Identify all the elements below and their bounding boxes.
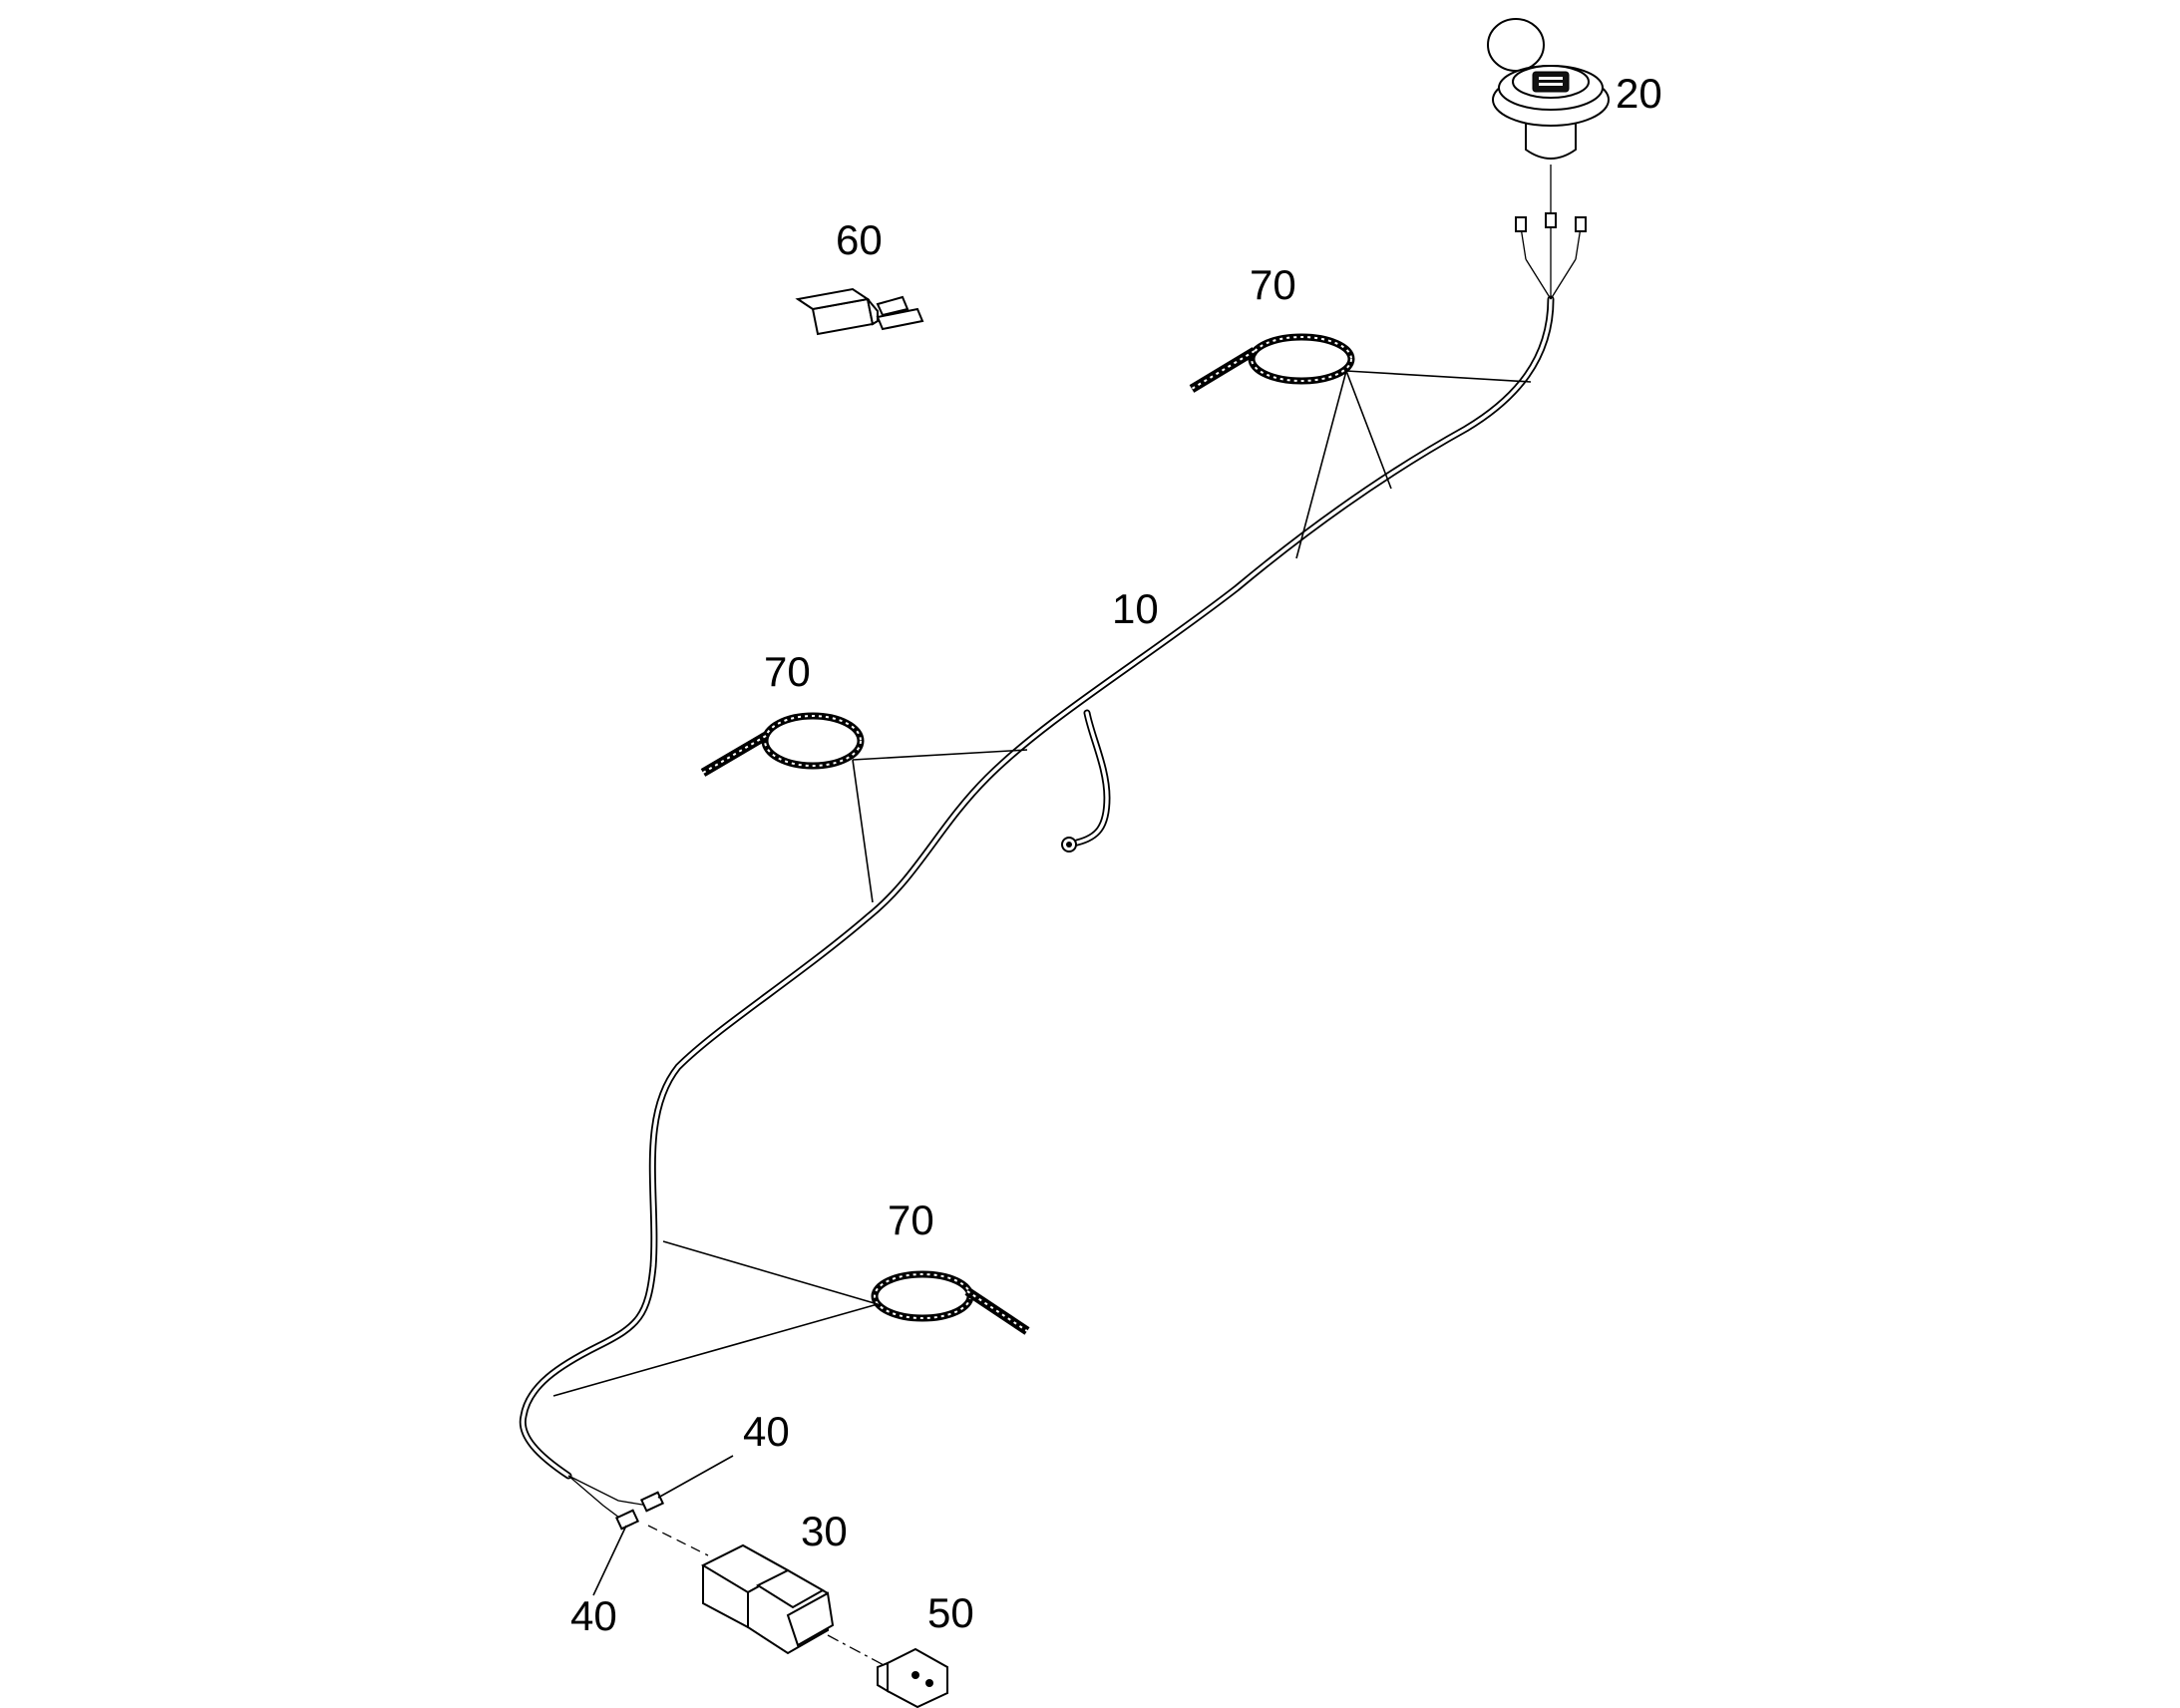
callout-30: 30 [801,1508,848,1554]
callout-60: 60 [836,216,883,263]
cable-tie-icon [552,333,1532,1397]
callout-20: 20 [1616,70,1662,117]
callout-40-lower: 40 [570,1592,617,1639]
callout-50: 50 [927,1589,974,1636]
wiring-harness-icon [519,165,1587,1522]
callout-10: 10 [1112,585,1159,632]
callout-70-middle: 70 [764,648,811,695]
connector-housing-icon [700,1543,904,1676]
terminal-icon [592,1455,734,1596]
blade-fuse-icon [795,287,924,336]
callout-40-upper: 40 [743,1408,790,1455]
callout-70-upper: 70 [1250,261,1296,308]
wedge-lock-icon [877,1647,948,1708]
callout-70-lower: 70 [888,1196,934,1243]
usb-outlet-icon [1487,18,1610,160]
